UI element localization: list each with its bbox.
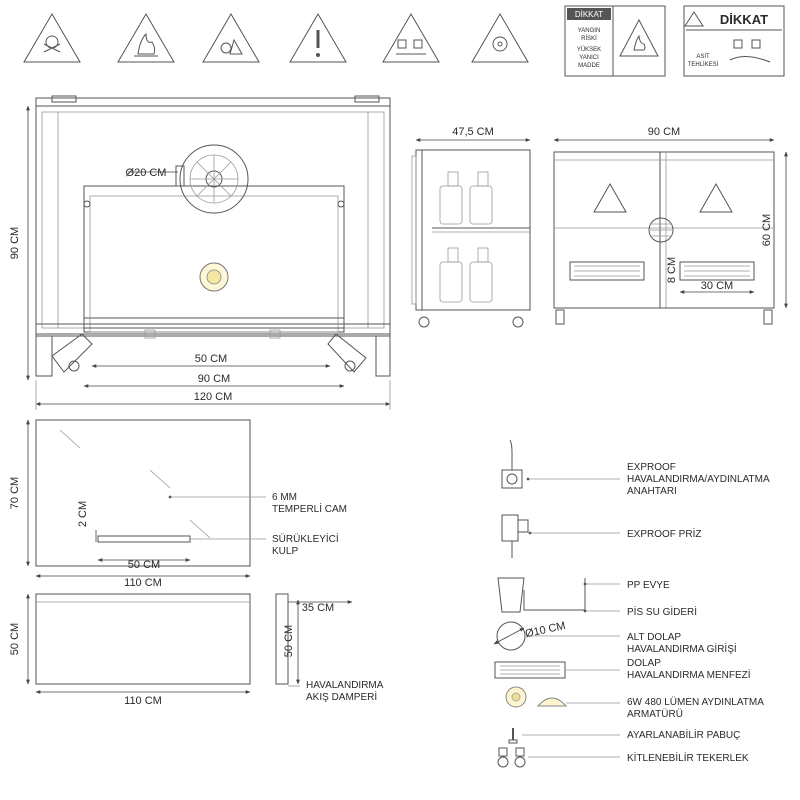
cabinet-vent-legend-icon [494, 661, 566, 679]
dikkat-small-line5: MADDE [578, 63, 600, 69]
legend-socket: EXPROOF PRİZ [627, 527, 701, 540]
legend-vent-line2: HAVALANDIRMA GİRİŞİ [627, 642, 737, 655]
light-fixture-icon [199, 262, 229, 292]
vent-inlet-icon [648, 217, 674, 243]
vent-inlet-legend-icon [493, 621, 526, 651]
bottles-top-icon [439, 171, 493, 225]
dikkat-small-line1: YANGIN [578, 28, 601, 34]
legend-vent-dim: Ø10 CM [524, 620, 567, 640]
cabinet-height-dim: 60 CM [761, 214, 773, 246]
biohazard-sign-icon [471, 13, 529, 63]
locking-wheel-icon [497, 747, 526, 768]
valve-left-icon [68, 360, 80, 372]
fan-icon [175, 144, 249, 214]
dikkat-small-header: DİKKAT [575, 10, 603, 19]
glass-label-line2: TEMPERLİ CAM [272, 502, 347, 515]
legend-foot: AYARLANABİLİR PABUÇ [627, 728, 740, 741]
side-view-drawing: 47,5 CM [411, 126, 531, 328]
oxidizer-sign-icon [202, 13, 260, 63]
cabinet-vent-left [569, 261, 645, 281]
fan-diameter-dim: Ø20 CM [126, 167, 167, 179]
base-panel-drawing: 50 CM 110 CM 35 CM 50 CM HAVALANDIRMA AK… [9, 593, 384, 707]
dikkat-large-line1: ASİT [696, 53, 710, 60]
legend-vent-line1: ALT DOLAP [627, 632, 681, 643]
handle-label-line2: KULP [272, 546, 298, 557]
glass-label-line1: 6 MM [272, 492, 297, 503]
damper-profile [275, 593, 289, 685]
damper-label-line2: AKIŞ DAMPERİ [306, 690, 377, 703]
dikkat-small-line2: RİSKİ [581, 35, 597, 42]
glass-width-dim: 110 CM [124, 577, 162, 589]
flammable-door-sign-icon [593, 182, 627, 213]
hazard-signs-row: DİKKAT YANGIN RİSKİ YÜKSEK YANICI MADDE … [23, 5, 785, 77]
base-width-dim: 110 CM [124, 695, 162, 707]
legend-switch-line2: HAVALANDIRMA/AYDINLATMA [627, 474, 770, 485]
adjustable-foot-icon [508, 728, 518, 744]
legend-cabinet-vent-line2: HAVALANDIRMA MENFEZİ [627, 668, 751, 681]
legend-sink: PP EVYE [627, 580, 670, 591]
toxic-door-sign-icon [699, 182, 733, 213]
light-legend-icon [505, 686, 568, 708]
exproof-socket-icon [501, 514, 529, 558]
front-inner-dim: 50 CM [195, 353, 227, 365]
vent-height-dim: 8 CM [666, 257, 678, 283]
flame-triangle-icon [619, 18, 659, 57]
cabinet-vent-right [679, 261, 755, 281]
front-view-drawing: Ø20 CM 90 CM 50 CM 90 CM 120 CM [9, 95, 391, 410]
flammable-sign-icon [117, 13, 175, 63]
legend-switch-line1: EXPROOF [627, 462, 676, 473]
acid-hand-icon [729, 39, 771, 63]
glass-height-dim: 70 CM [9, 477, 21, 509]
dikkat-acid-danger-sign: DİKKAT ASİT TEHLİKESİ [683, 5, 785, 77]
legend-switch-line3: ANAHTARI [627, 486, 677, 497]
components-legend: EXPROOF HAVALANDIRMA/AYDINLATMA ANAHTARI… [493, 439, 770, 768]
pp-sink-icon [497, 577, 586, 613]
handle-label-line1: SÜRÜKLEYİCİ [272, 532, 339, 545]
front-height-dim: 90 CM [9, 227, 21, 259]
front-total-dim: 120 CM [194, 391, 233, 403]
warning-small-icon [684, 11, 704, 27]
sash-handle [97, 535, 191, 543]
glass-sash-drawing: 70 CM 2 CM 50 CM 110 CM 6 MM TEMPERLİ CA… [9, 419, 347, 589]
legend-cabinet-vent-line1: DOLAP [627, 658, 661, 669]
exproof-switch-icon [501, 439, 523, 489]
toxic-sign-icon [23, 13, 81, 63]
cabinet-front-drawing: 90 CM 60 CM 8 CM 30 CM [553, 126, 788, 325]
warning-exclamation-sign-icon [289, 13, 347, 63]
handle-length-dim: 50 CM [128, 559, 160, 571]
valve-right-icon [344, 360, 356, 372]
legend-light-line2: ARMATÜRÜ [627, 708, 683, 720]
front-middle-dim: 90 CM [198, 373, 230, 385]
dikkat-small-line3: YÜKSEK [577, 46, 601, 53]
side-width-dim: 47,5 CM [452, 126, 494, 138]
legend-drain: PİS SU GİDERİ [627, 605, 697, 618]
vent-width-dim: 30 CM [701, 280, 733, 292]
handle-offset-dim: 2 CM [77, 501, 89, 527]
legend-wheel: KİTLENEBİLİR TEKERLEK [627, 751, 749, 764]
corrosive-sign-icon [382, 13, 440, 63]
base-height-dim: 50 CM [9, 623, 21, 655]
legend-light-line1: 6W 480 LÜMEN AYDINLATMA [627, 696, 764, 708]
damper-label-line1: HAVALANDIRMA [306, 680, 384, 691]
damper-width-dim: 35 CM [302, 602, 334, 614]
bottles-bottom-icon [439, 247, 493, 303]
dikkat-fire-risk-sign: DİKKAT YANGIN RİSKİ YÜKSEK YANICI MADDE [564, 5, 666, 77]
dikkat-large-header: DİKKAT [720, 12, 768, 27]
damper-height-dim: 50 CM [283, 625, 295, 657]
cabinet-width-dim: 90 CM [648, 126, 680, 138]
dikkat-large-line2: TEHLİKESİ [688, 61, 719, 68]
dikkat-small-line4: YANICI [579, 55, 599, 61]
